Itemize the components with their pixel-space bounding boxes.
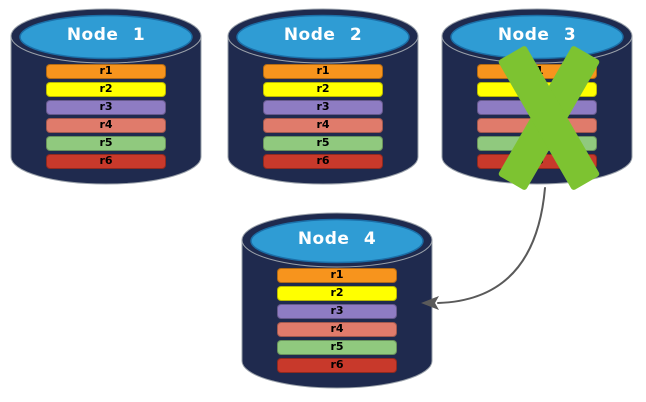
node-3-row-r6: r6 [477,154,597,169]
node-1-rows: r1 r2 r3 r4 r5 r6 [46,64,166,169]
node-2-row-r2: r2 [263,82,383,97]
node-1-row-r4: r4 [46,118,166,133]
node-4-row-r6: r6 [277,358,397,373]
node-4: Node 4 r1 r2 r3 r4 r5 r6 [241,210,433,394]
node-4-label: Node 4 [297,229,377,249]
node-3-label: Node 3 [497,25,577,45]
node-4-row-r2: r2 [277,286,397,301]
node-4-row-r1: r1 [277,268,397,283]
node-2-rows: r1 r2 r3 r4 r5 r6 [263,64,383,169]
node-3-rows: r1 r2 r3 r4 r5 r6 [477,64,597,169]
node-3-row-r1: r1 [477,64,597,79]
node-3-row-r5: r5 [477,136,597,151]
node-1-row-r6: r6 [46,154,166,169]
node-1-row-r5: r5 [46,136,166,151]
node-3-row-r2: r2 [477,82,597,97]
node-4-row-r3: r3 [277,304,397,319]
node-3-row-r4: r4 [477,118,597,133]
node-2: Node 2 r1 r2 r3 r4 r5 r6 [227,6,419,190]
node-2-row-r4: r4 [263,118,383,133]
node-2-row-r3: r3 [263,100,383,115]
node-3: Node 3 r1 r2 r3 r4 r5 r6 [441,6,633,191]
node-1-row-r3: r3 [46,100,166,115]
node-1-row-r1: r1 [46,64,166,79]
node-1: Node 1 r1 r2 r3 r4 r5 r6 [10,6,202,190]
node-3-row-r3: r3 [477,100,597,115]
node-2-row-r1: r1 [263,64,383,79]
node-4-rows: r1 r2 r3 r4 r5 r6 [277,268,397,373]
node-2-row-r5: r5 [263,136,383,151]
node-1-label: Node 1 [66,25,146,45]
node-4-row-r4: r4 [277,322,397,337]
node-2-label: Node 2 [283,25,363,45]
node-4-row-r5: r5 [277,340,397,355]
node-1-row-r2: r2 [46,82,166,97]
node-2-row-r6: r6 [263,154,383,169]
